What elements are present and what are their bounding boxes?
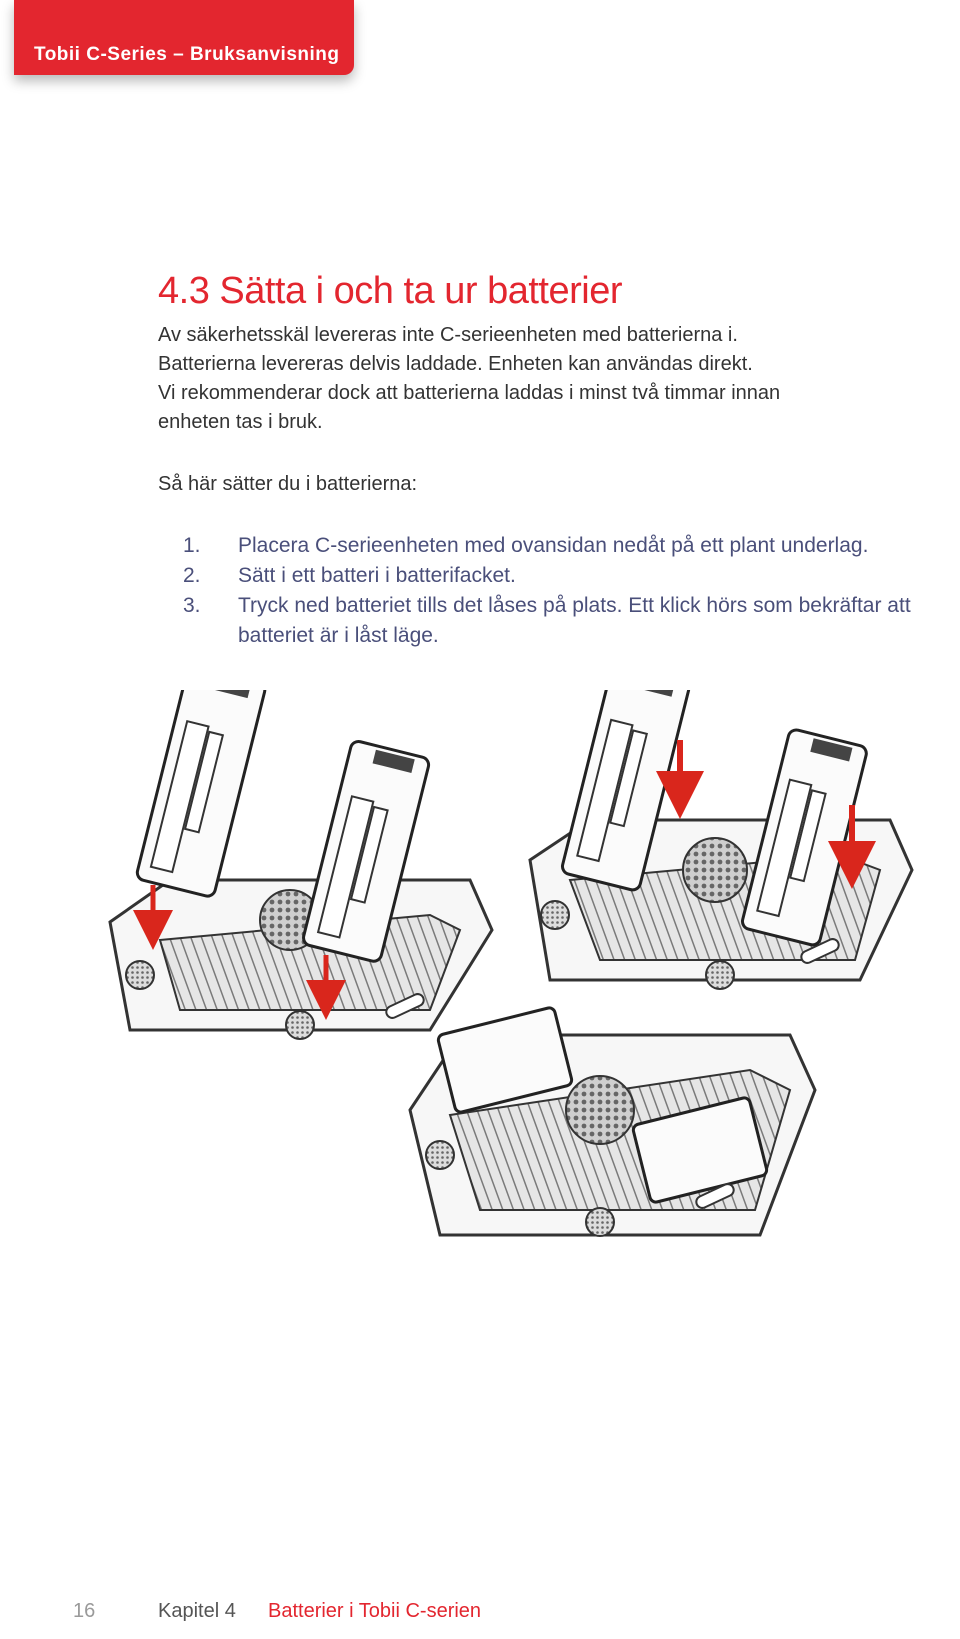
header-tab-text: Tobii C-Series – Bruksanvisning <box>34 44 340 65</box>
intro-line: Vi rekommenderar dock att batterierna la… <box>158 382 781 404</box>
step-text: Placera C-serieenheten med ovansidan ned… <box>238 534 869 557</box>
page-number: 16 <box>73 1600 96 1622</box>
header-tab: Tobii C-Series – Bruksanvisning <box>14 0 354 75</box>
device-illustration-3 <box>408 1006 817 1237</box>
intro-line: enheten tas i bruk. <box>158 411 323 433</box>
battery-insertion-illustration <box>108 690 914 1237</box>
device-illustration-2 <box>528 690 914 990</box>
step-number: 2. <box>183 564 201 587</box>
step-item: 1. Placera C-serieenheten med ovansidan … <box>158 531 918 561</box>
how-to-heading: Så här sätter du i batterierna: <box>158 473 418 495</box>
step-item: 2. Sätt i ett batteri i batterifacket. <box>158 561 918 591</box>
chapter-title: Batterier i Tobii C-serien <box>268 1600 482 1622</box>
chapter-label: Kapitel 4 <box>158 1600 236 1622</box>
steps-list: 1. Placera C-serieenheten med ovansidan … <box>158 531 918 651</box>
intro-line: Av säkerhetsskäl levereras inte C-seriee… <box>158 324 738 346</box>
intro-paragraph: Av säkerhetsskäl levereras inte C-seriee… <box>158 321 898 437</box>
step-number: 3. <box>183 594 201 617</box>
step-text: Tryck ned batteriet tills det låses på p… <box>238 594 911 647</box>
step-number: 1. <box>183 534 201 557</box>
intro-line: Batterierna levereras delvis laddade. En… <box>158 353 753 375</box>
step-text: Sätt i ett batteri i batterifacket. <box>238 564 516 587</box>
section-title: 4.3 Sätta i och ta ur batterier <box>158 270 623 312</box>
step-item: 3. Tryck ned batteriet tills det låses p… <box>158 591 918 651</box>
device-illustration-1 <box>108 690 494 1040</box>
